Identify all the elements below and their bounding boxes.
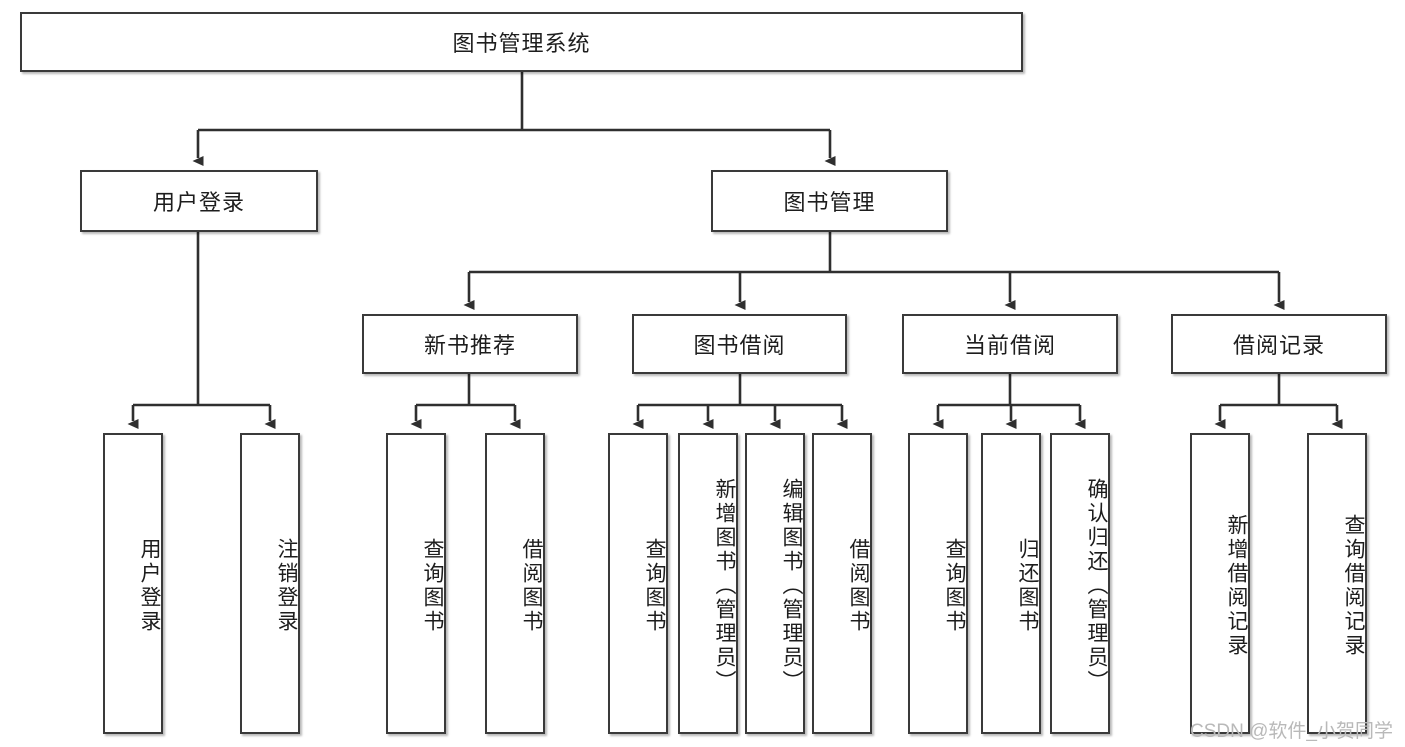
watermark-text: CSDN @软件_小贺同学: [1190, 721, 1393, 742]
node-leaf-borrow-book[interactable]: 借阅图书: [812, 433, 872, 734]
node-leaf-confirm-return-admin[interactable]: 确认归还（管理员）: [1050, 433, 1110, 734]
node-borrow-record-label: 借阅记录: [1232, 333, 1325, 358]
node-leaf-add-book-admin[interactable]: 新增图书（管理员）: [678, 433, 738, 734]
node-user-login[interactable]: 用户登录: [80, 170, 318, 232]
node-leaf-logout-login[interactable]: 注销登录: [240, 433, 300, 734]
node-leaf-return-book[interactable]: 归还图书: [981, 433, 1041, 734]
node-root[interactable]: 图书管理系统: [20, 12, 1023, 72]
node-leaf-confirm-return-admin-label: 确认归还（管理员）: [1085, 477, 1108, 694]
node-leaf-return-book-label: 归还图书: [1016, 537, 1039, 634]
node-user-login-label: 用户登录: [152, 190, 245, 215]
node-leaf-borrow-book-label: 借阅图书: [847, 537, 870, 634]
node-leaf-query-book-recommend[interactable]: 查询图书: [386, 433, 446, 734]
node-current-borrow[interactable]: 当前借阅: [902, 314, 1118, 374]
node-leaf-add-borrow-record-label: 新增借阅记录: [1225, 513, 1248, 658]
node-leaf-add-borrow-record[interactable]: 新增借阅记录: [1190, 433, 1250, 734]
node-leaf-query-book-recommend-label: 查询图书: [421, 537, 444, 634]
node-leaf-query-borrow-record-label: 查询借阅记录: [1342, 513, 1365, 658]
node-new-book-recommend-label: 新书推荐: [423, 333, 516, 358]
node-leaf-query-borrow-record[interactable]: 查询借阅记录: [1307, 433, 1367, 734]
node-new-book-recommend[interactable]: 新书推荐: [362, 314, 578, 374]
node-leaf-edit-book-admin-label: 编辑图书（管理员）: [780, 477, 803, 694]
node-leaf-query-book-borrow-label: 查询图书: [643, 537, 666, 634]
node-book-borrow[interactable]: 图书借阅: [632, 314, 847, 374]
node-book-management[interactable]: 图书管理: [711, 170, 948, 232]
node-leaf-query-book-current-label: 查询图书: [943, 537, 966, 634]
node-borrow-record[interactable]: 借阅记录: [1171, 314, 1387, 374]
node-leaf-borrow-book-recommend-label: 借阅图书: [520, 537, 543, 634]
node-book-borrow-label: 图书借阅: [693, 333, 786, 358]
node-leaf-borrow-book-recommend[interactable]: 借阅图书: [485, 433, 545, 734]
node-book-management-label: 图书管理: [783, 190, 876, 215]
node-leaf-logout-login-label: 注销登录: [275, 537, 298, 634]
node-current-borrow-label: 当前借阅: [963, 333, 1056, 358]
node-leaf-query-book-current[interactable]: 查询图书: [908, 433, 968, 734]
node-leaf-edit-book-admin[interactable]: 编辑图书（管理员）: [745, 433, 805, 734]
node-root-label: 图书管理系统: [452, 31, 591, 56]
node-leaf-user-login[interactable]: 用户登录: [103, 433, 163, 734]
node-leaf-query-book-borrow[interactable]: 查询图书: [608, 433, 668, 734]
node-leaf-user-login-label: 用户登录: [138, 537, 161, 634]
node-leaf-add-book-admin-label: 新增图书（管理员）: [713, 477, 736, 694]
